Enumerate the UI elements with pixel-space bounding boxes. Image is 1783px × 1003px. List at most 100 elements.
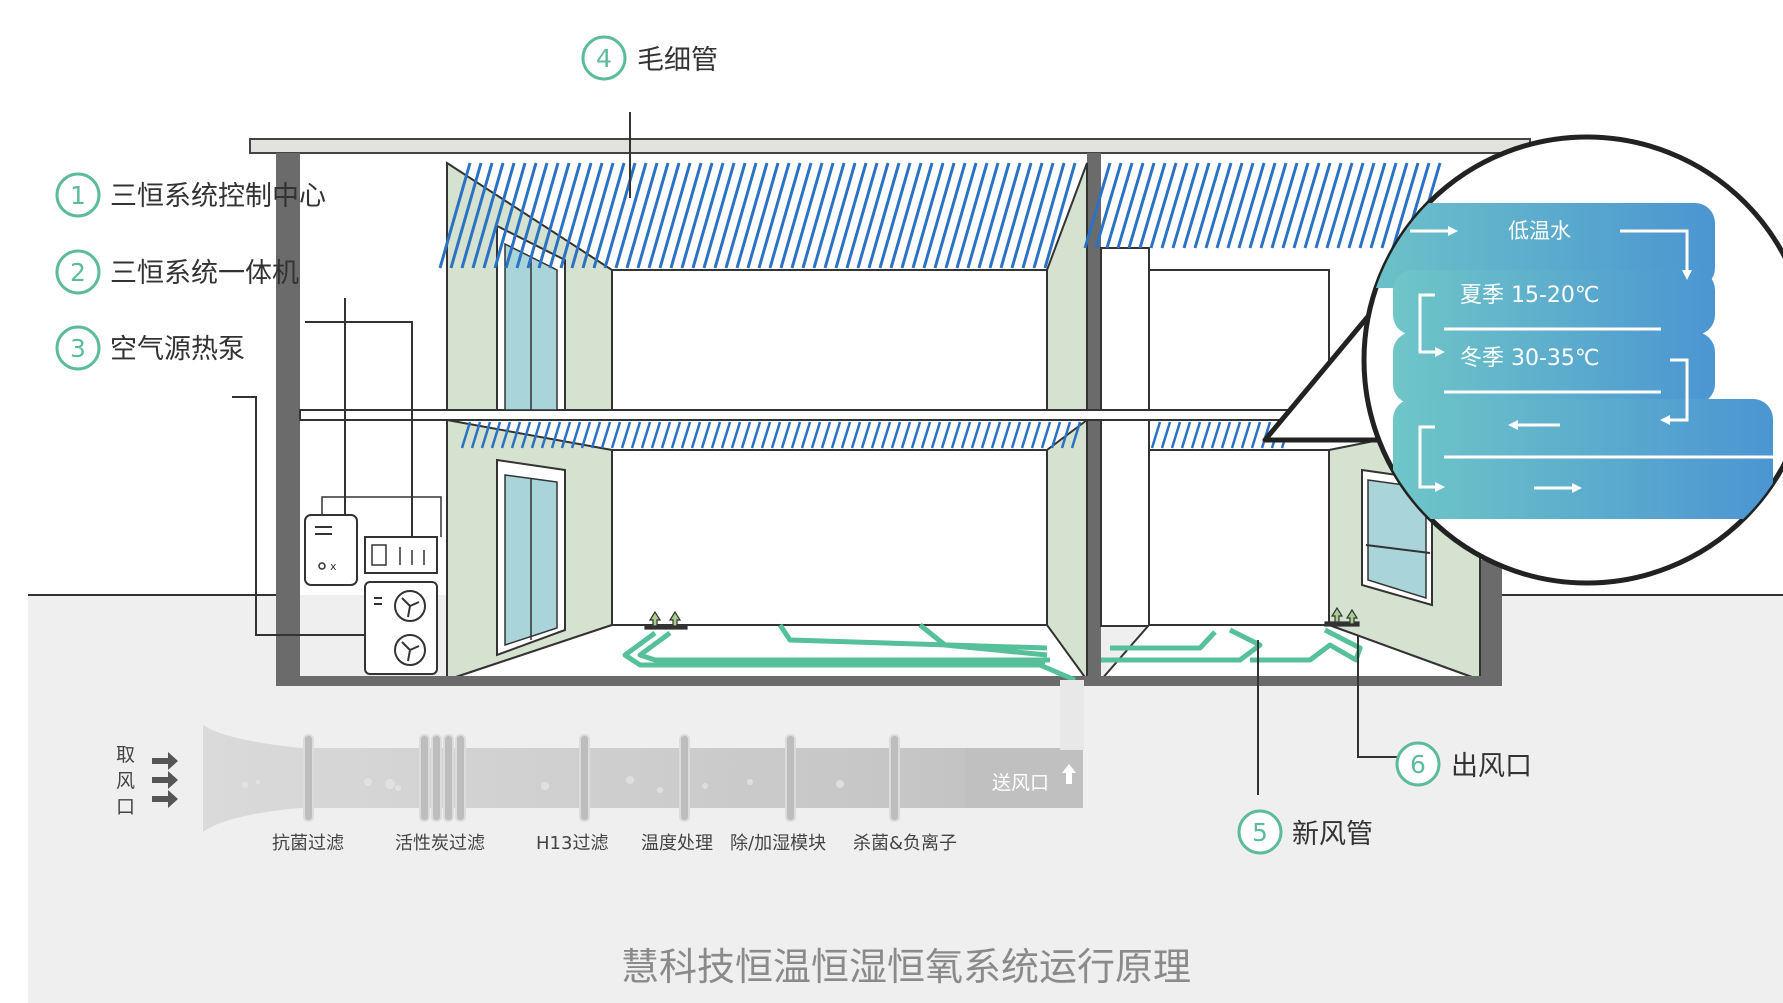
capillary-tube [1182, 162, 1211, 249]
capillary-tube [870, 421, 882, 449]
intake-char-2: 风 [116, 770, 135, 792]
capillary-tube [740, 421, 752, 449]
capillary-tube [1220, 421, 1232, 449]
capillary-tube [710, 421, 722, 449]
capillary-tube [1193, 162, 1222, 249]
capillary-tube [548, 162, 582, 269]
capillary-tube [977, 162, 1011, 269]
capillary-tube [592, 162, 626, 269]
capillary-tube [1116, 162, 1145, 249]
filter-ring [785, 734, 796, 822]
capillary-tube [880, 421, 892, 449]
capillary-tube [1050, 421, 1062, 449]
capillary-tube [1170, 421, 1182, 449]
capillary-tube [1190, 421, 1202, 449]
capillary-tube [834, 162, 868, 269]
capillary-tube [614, 162, 648, 269]
capillary-tube [1200, 421, 1212, 449]
capillary-tube [449, 162, 483, 269]
capillary-tube [960, 421, 972, 449]
capillary-tube [878, 162, 912, 269]
capillary-tube [790, 162, 824, 269]
capillary-tube [1248, 162, 1277, 249]
capillary-tube [650, 421, 662, 449]
capillary-tube [620, 421, 632, 449]
capillary-tube [1270, 162, 1299, 249]
callout-number: 2 [70, 258, 86, 287]
capillary-tube [867, 162, 901, 269]
capillary-tubes-upper-left [438, 162, 1077, 269]
capillary-tube [1292, 162, 1321, 249]
capillary-tube [1347, 162, 1376, 249]
capillary-tube [1250, 421, 1262, 449]
capillary-tube [504, 162, 538, 269]
send-outlet-label: 送风口 [992, 772, 1049, 794]
capillary-tube [1150, 421, 1162, 449]
capillary-tube [1215, 162, 1244, 249]
filter-ring [303, 734, 314, 822]
stage-label: 抗菌过滤 [272, 833, 344, 854]
capillary-tube [823, 162, 857, 269]
capillary-tube [780, 421, 792, 449]
capillary-tube [590, 421, 602, 449]
capillary-tube [647, 162, 681, 269]
capillary-tube [1040, 421, 1052, 449]
callout-all-in-one: 2 三恒系统一体机 [55, 249, 299, 295]
callout-heat-pump: 3 空气源热泵 [55, 325, 245, 371]
capillary-tube [669, 162, 703, 269]
capillary-tube [537, 162, 571, 269]
filter-ring [889, 734, 900, 822]
capillary-tube [680, 162, 714, 269]
capillary-tube [840, 421, 852, 449]
stage-label: 除/加湿模块 [730, 833, 826, 854]
capillary-tube [630, 421, 642, 449]
capillary-tube [735, 162, 769, 269]
capillary-tube [1060, 421, 1072, 449]
capillary-tube [790, 421, 802, 449]
capillary-tube [520, 421, 532, 449]
duct-particles [242, 776, 844, 793]
capillary-tube [1240, 421, 1252, 449]
capillary-tube [1171, 162, 1200, 249]
capillary-tube [1210, 421, 1222, 449]
capillary-tube [856, 162, 890, 269]
callout-label: 空气源热泵 [110, 334, 245, 365]
capillary-tube [900, 421, 912, 449]
capillary-tube [800, 421, 812, 449]
winter-temp-label: 冬季 30-35℃ [1460, 346, 1600, 371]
callout-number: 1 [70, 181, 86, 210]
capillary-tube [1160, 162, 1189, 249]
capillary-tube [760, 421, 772, 449]
callout-number: 3 [70, 334, 86, 363]
stage-label: 杀菌&负离子 [853, 833, 957, 854]
capillary-tube [812, 162, 846, 269]
capillary-tube [470, 421, 482, 449]
air-duct [152, 680, 1084, 832]
capillary-tubes-lower-left [460, 421, 1082, 449]
callout-label: 三恒系统控制中心 [110, 181, 326, 212]
capillary-tube [1226, 162, 1255, 249]
low-temp-water-label: 低温水 [1508, 219, 1571, 243]
capillary-tube [560, 421, 572, 449]
callout-air-outlet: 6 出风口 [1395, 741, 1532, 787]
capillary-tube [600, 421, 612, 449]
capillary-tube [779, 162, 813, 269]
capillary-tube [980, 421, 992, 449]
capillary-tube [460, 421, 472, 449]
capillary-tube [770, 421, 782, 449]
capillary-tube [1043, 162, 1077, 269]
send-arrow-icon [1062, 764, 1076, 784]
capillary-tube [1237, 162, 1266, 249]
capillary-tube [658, 162, 692, 269]
equipment: x [304, 496, 442, 675]
capillary-tube [1020, 421, 1032, 449]
capillary-tubes-lower-right [1150, 421, 1292, 449]
capillary-tube [1160, 421, 1172, 449]
capillary-tube [720, 421, 732, 449]
capillary-tube [1030, 421, 1042, 449]
callout-label: 三恒系统一体机 [110, 258, 299, 289]
capillary-tube [1180, 421, 1192, 449]
filter-rings [303, 734, 900, 822]
capillary-tube [933, 162, 967, 269]
